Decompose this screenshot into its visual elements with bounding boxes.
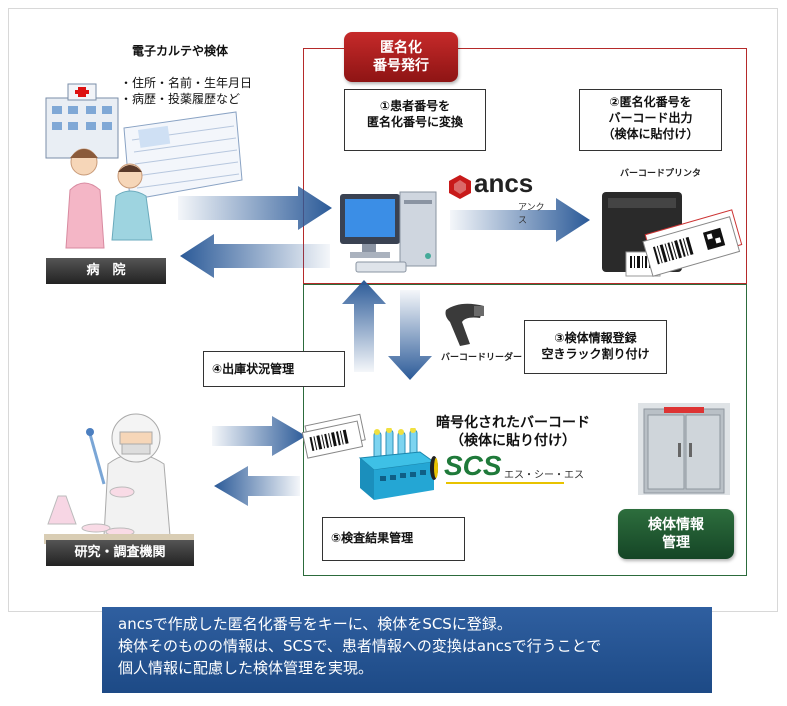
specimen-mgmt-line1: 検体情報 <box>648 517 704 533</box>
step2-line2: バーコード出力 <box>608 111 693 125</box>
banner-line2: 検体そのものの情報は、SCSで、患者情報への変換はancsで行うことで <box>118 637 602 655</box>
anonymize-badge-line2: 番号発行 <box>373 58 429 74</box>
step1-box: ①患者番号を 匿名化番号に変換 <box>344 89 486 151</box>
barcode-label-icon <box>301 413 366 459</box>
computer-icon <box>340 191 437 273</box>
step3-line2: 空きラック割り付け <box>541 347 650 361</box>
step4-label: ④出庫状況管理 <box>212 362 295 376</box>
step1-line1: ①患者番号を <box>379 99 451 113</box>
scs-logo-text: SCS <box>444 450 502 481</box>
ancs-logo-text: ancs <box>474 168 534 198</box>
records-item-1: ・住所・名前・生年月日 <box>120 76 253 90</box>
banner-line1: ancsで作成した匿名化番号をキーに、検体をSCSに登録。 <box>118 615 512 633</box>
freezer-icon <box>638 403 730 495</box>
ancs-mark-icon <box>449 175 471 199</box>
step3-box: ③検体情報登録 空きラック割り付け <box>524 320 667 374</box>
step5-label: ⑤検査結果管理 <box>331 531 414 545</box>
researcher-icon <box>44 413 194 544</box>
step1-line2: 匿名化番号に変換 <box>366 115 463 129</box>
step2-box: ②匿名化番号を バーコード出力 （検体に貼付け） <box>579 89 722 151</box>
arrow-research-to-rack <box>212 416 306 456</box>
records-title: 電子カルテや検体 <box>132 44 229 58</box>
scs-underline <box>446 482 564 484</box>
anonymize-badge: 匿名化 番号発行 <box>344 32 458 82</box>
ancs-logo: ancs アンクス <box>448 168 548 226</box>
banner-line3: 個人情報に配慮した検体管理を実現。 <box>118 659 374 677</box>
printer-icon <box>602 192 743 277</box>
step4-box: ④出庫状況管理 <box>203 351 345 387</box>
encrypted-line2: （検体に貼り付け） <box>450 433 576 449</box>
step2-line1: ②匿名化番号を <box>609 95 692 109</box>
ancs-kana: アンクス <box>518 203 545 226</box>
hospital-label: 病 院 <box>46 258 166 284</box>
scs-logo: SCS エス・シー・エス <box>428 450 588 488</box>
arrow-rack-to-research <box>214 466 300 506</box>
encrypted-barcode-text: 暗号化されたバーコード （検体に貼り付け） <box>436 414 590 450</box>
arrow-pc-to-hospital <box>180 234 330 278</box>
step2-line3: （検体に貼付け） <box>602 127 699 141</box>
reader-label: バーコードリーダー <box>441 353 523 363</box>
doctor-patient-icon <box>65 148 153 249</box>
research-label: 研究・調査機関 <box>46 540 194 566</box>
arrow-down-to-rack <box>388 290 432 380</box>
hospital-icon <box>45 83 119 159</box>
records-item-2: ・病歴・投薬履歴など <box>120 92 241 106</box>
scs-mark-icon <box>430 456 438 480</box>
anonymize-badge-line1: 匿名化 <box>380 40 422 56</box>
printer-label: バーコードプリンタ <box>620 169 702 179</box>
specimen-region <box>303 284 747 576</box>
barcode-reader-icon <box>445 303 484 346</box>
specimen-rack-icon <box>358 428 436 500</box>
arrow-hospital-to-pc <box>178 186 332 230</box>
scs-kana: エス・シー・エス <box>504 470 584 481</box>
step3-line1: ③検体情報登録 <box>554 331 637 345</box>
step5-box: ⑤検査結果管理 <box>322 517 465 561</box>
anonymize-region <box>303 48 747 284</box>
specimen-mgmt-badge: 検体情報 管理 <box>618 509 734 559</box>
summary-banner: ancsで作成した匿名化番号をキーに、検体をSCSに登録。 検体そのものの情報は… <box>102 607 712 693</box>
arrow-ancs-to-printer <box>450 198 590 242</box>
encrypted-line1: 暗号化されたバーコード <box>436 415 590 431</box>
arrow-up-to-pc <box>342 280 386 372</box>
specimen-mgmt-line2: 管理 <box>662 535 690 551</box>
